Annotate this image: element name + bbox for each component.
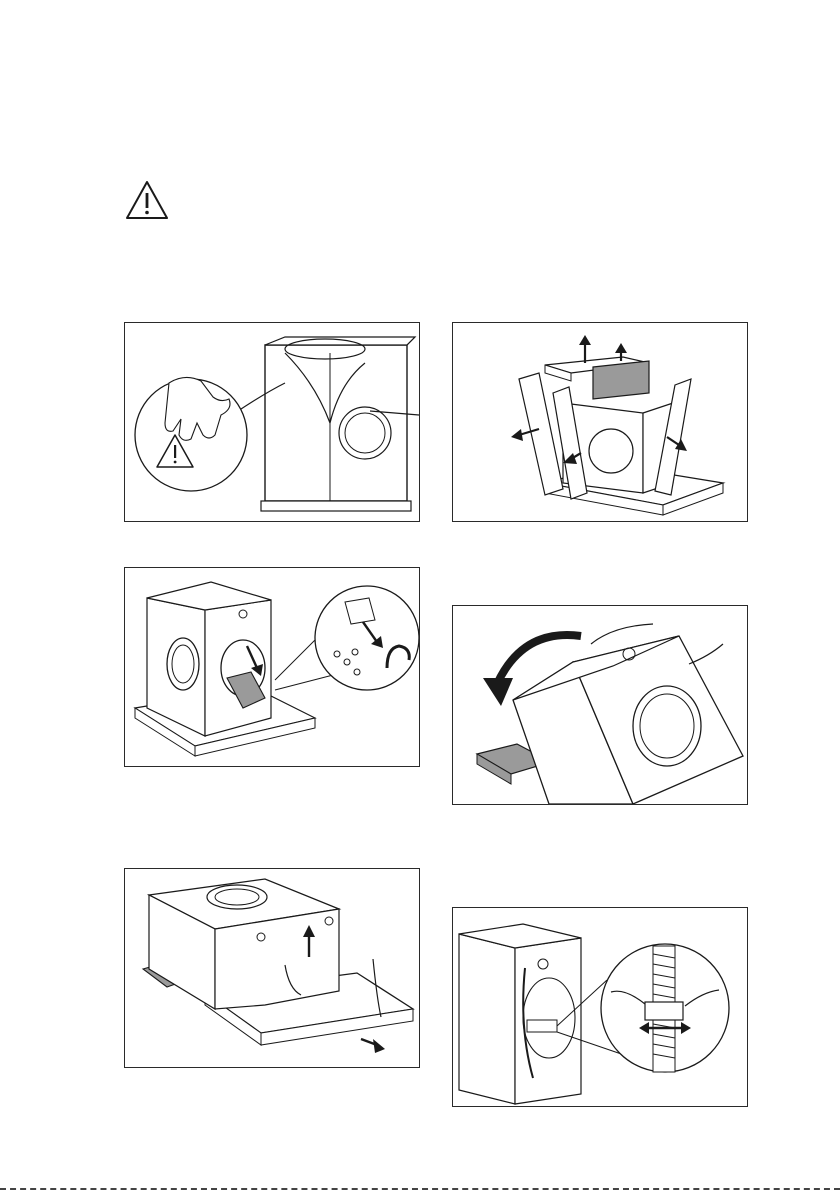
figure-remove-packaging-film	[124, 322, 420, 522]
figure-remove-base	[124, 868, 420, 1068]
figure-tilt-machine	[452, 605, 748, 805]
figure-remove-rear-hose-clip	[452, 907, 748, 1107]
figure-remove-top-and-corners	[452, 322, 748, 522]
warning-triangle-icon	[125, 180, 169, 220]
figure-remove-accessories	[124, 567, 420, 767]
page-bottom-rule	[0, 1188, 840, 1190]
